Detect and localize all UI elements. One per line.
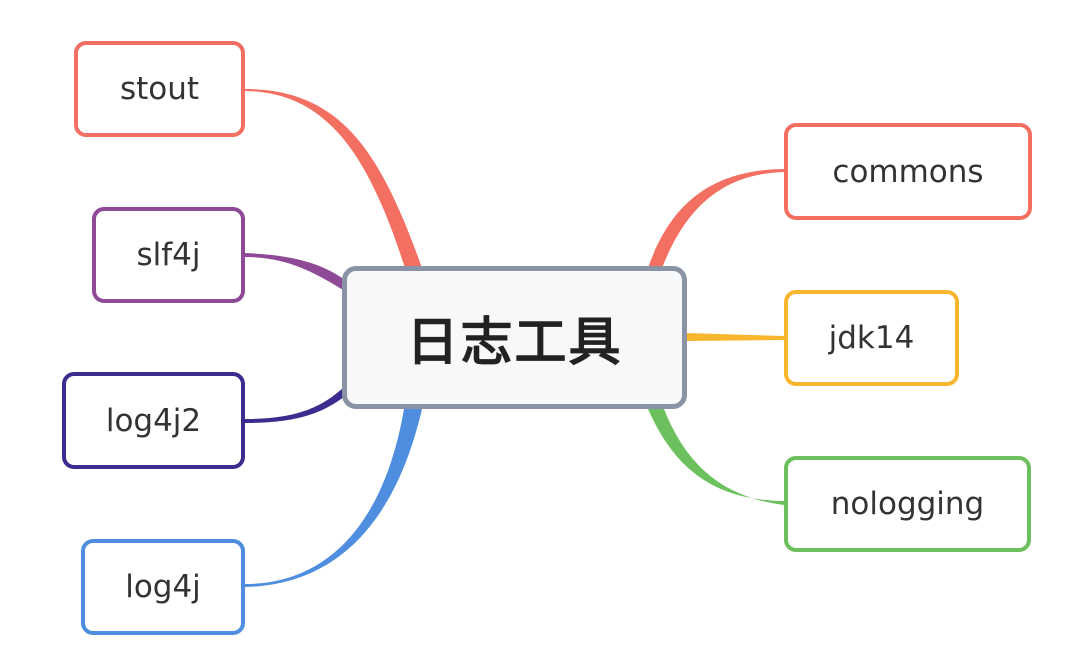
topic-label: stout <box>119 71 200 107</box>
connector-log4j2 <box>245 386 345 423</box>
topic-commons[interactable]: commons <box>784 123 1032 220</box>
topic-slf4j[interactable]: slf4j <box>92 207 245 303</box>
topic-label: slf4j <box>136 237 201 273</box>
topic-stout[interactable]: stout <box>74 41 245 137</box>
connector-log4j <box>245 409 422 587</box>
topic-label: commons <box>832 153 984 190</box>
topic-label: nologging <box>830 486 985 522</box>
topic-label: jdk14 <box>828 320 915 356</box>
central-topic[interactable]: 日志工具 <box>342 266 687 409</box>
topic-label: log4j2 <box>105 402 202 439</box>
topic-jdk14[interactable]: jdk14 <box>784 290 959 386</box>
connector-stout <box>245 89 422 268</box>
central-topic-label: 日志工具 <box>406 313 623 373</box>
connector-jdk14 <box>687 333 784 341</box>
topic-log4j[interactable]: log4j <box>81 539 245 635</box>
topic-log4j2[interactable]: log4j2 <box>62 372 245 469</box>
connector-commons <box>648 169 784 268</box>
connector-nologging <box>648 409 784 505</box>
connector-slf4j <box>245 253 345 291</box>
topic-label: log4j <box>125 569 201 605</box>
topic-nologging[interactable]: nologging <box>784 456 1031 552</box>
